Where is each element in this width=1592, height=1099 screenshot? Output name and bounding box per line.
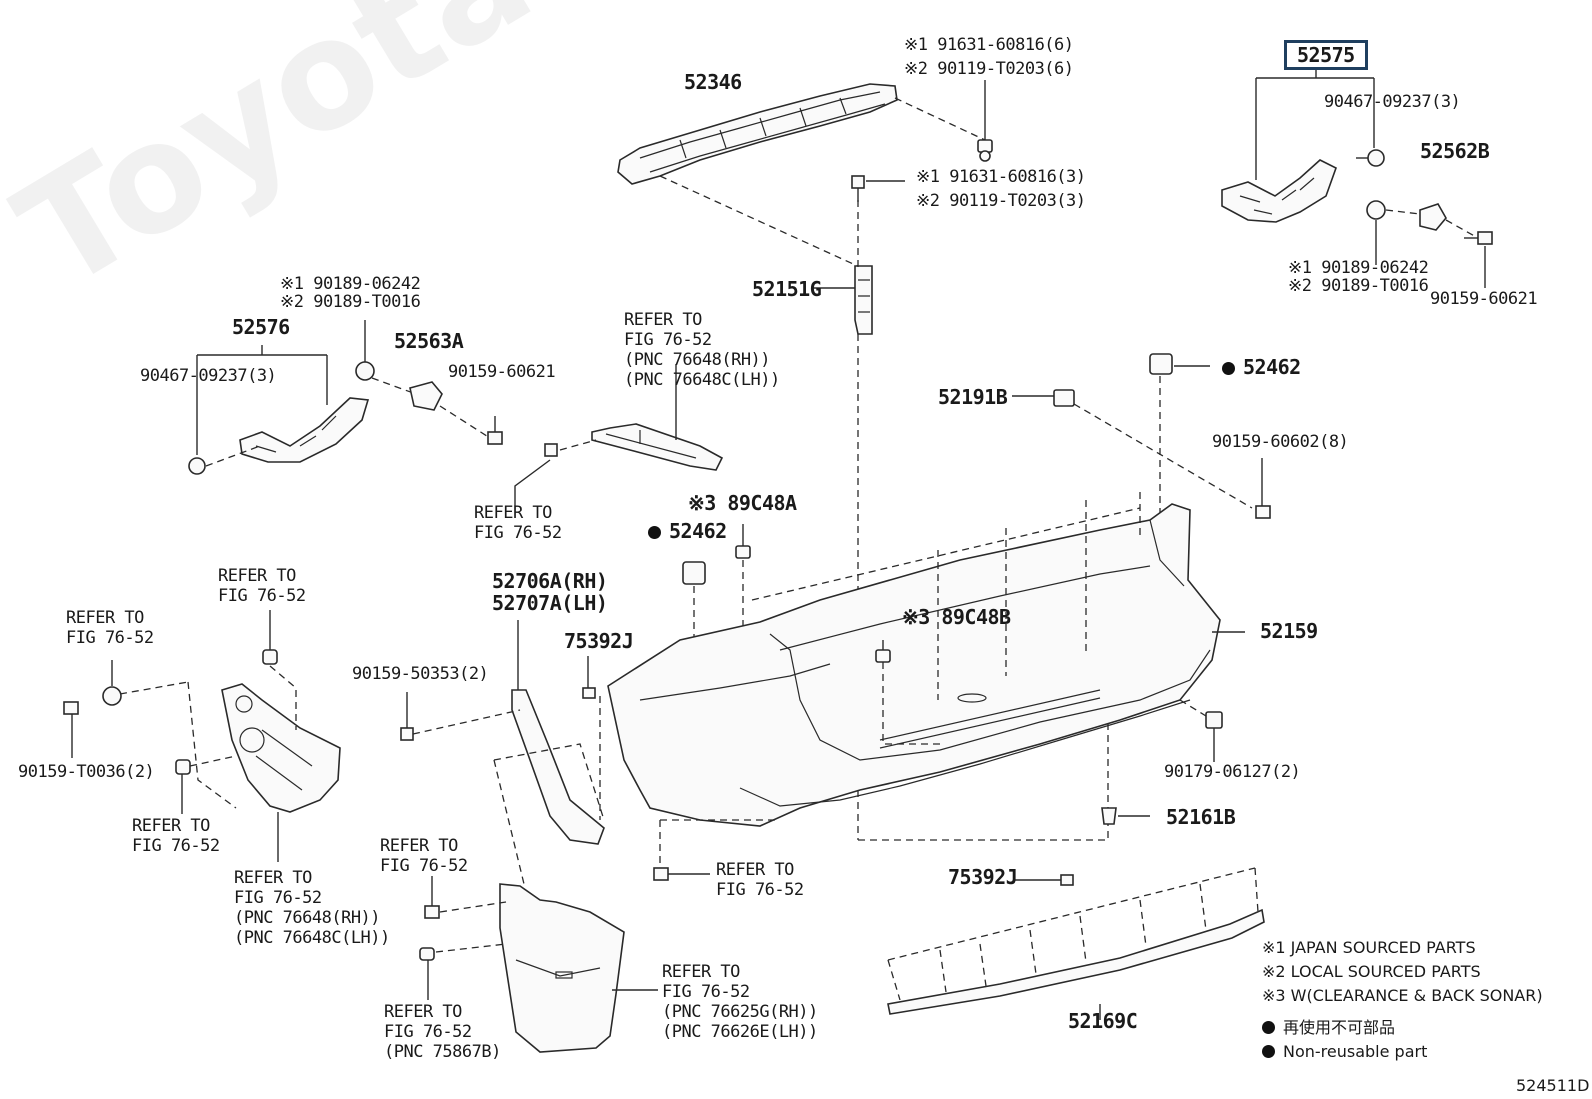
part-52462-right xyxy=(1149,353,1173,375)
fastener-label-2a: ※1 91631-60816(3) xyxy=(916,167,1086,187)
part-52346-reinforcement xyxy=(617,83,898,185)
part-89c48a xyxy=(735,545,751,559)
part-number-90159-t0036: 90159-T0036(2) xyxy=(18,762,155,782)
refer-note-7: REFER TO FIG 76-52 xyxy=(380,836,468,876)
part-52576-bracket xyxy=(239,397,370,463)
part-number-89c48a: ※3 89C48A xyxy=(688,491,797,515)
part-splash-shield-left xyxy=(221,683,341,813)
part-52575-bracket xyxy=(1221,159,1337,223)
part-number-52159: 52159 xyxy=(1260,619,1318,643)
part-52462-left xyxy=(682,561,706,585)
clip-90179 xyxy=(1205,711,1223,729)
refer-note-9: REFER TO FIG 76-52 (PNC 76625G(RH)) (PNC… xyxy=(662,962,818,1042)
refer-note-6: REFER TO FIG 76-52 (PNC 76648(RH)) (PNC … xyxy=(234,868,390,948)
clip-left-shield-2 xyxy=(262,649,278,665)
diagram-id: 524511D xyxy=(1516,1076,1590,1095)
part-52562b xyxy=(1419,203,1447,231)
part-number-52161b: 52161B xyxy=(1166,805,1236,829)
part-number-52191b: 52191B xyxy=(938,385,1008,409)
part-number-52346: 52346 xyxy=(684,70,742,94)
non-reusable-dot xyxy=(1262,1021,1275,1034)
legend-local-sourced: ※2 LOCAL SOURCED PARTS xyxy=(1262,962,1481,981)
part-number-90159-50353: 90159-50353(2) xyxy=(352,664,489,684)
part-number-52706a: 52706A(RH) 52707A(LH) xyxy=(492,569,608,615)
part-number-52151g: 52151G xyxy=(752,277,822,301)
part-number-90179-06127: 90179-06127(2) xyxy=(1164,762,1301,782)
part-89c48b xyxy=(875,649,891,663)
fastener-label-3a: ※1 90189-06242 xyxy=(1288,258,1429,278)
legend-japan-sourced: ※1 JAPAN SOURCED PARTS xyxy=(1262,938,1476,957)
legend-non-reusable-jp: 再使用不可部品 xyxy=(1262,1018,1395,1038)
bolt-90159-l xyxy=(487,416,503,445)
clip-left-retainer xyxy=(544,443,558,457)
clip-left-shield-3 xyxy=(175,759,191,775)
part-number-90159-60621-r: 90159-60621 xyxy=(1430,289,1538,309)
part-number-90159-60621-l: 90159-60621 xyxy=(448,362,556,382)
part-52161b xyxy=(1101,807,1117,825)
bolt-ref-mudflap xyxy=(424,905,440,919)
refer-note-3: REFER TO FIG 76-52 xyxy=(218,566,306,606)
bolt-ref-bottom xyxy=(653,867,669,881)
part-number-75392j-2: 75392J xyxy=(948,865,1018,889)
refer-note-4: REFER TO FIG 76-52 xyxy=(66,608,154,648)
part-52159-bumper-cover xyxy=(607,503,1221,827)
part-mudflap xyxy=(499,883,625,1053)
bolt-top-1 xyxy=(977,139,993,162)
part-52191b xyxy=(1053,389,1075,407)
refer-note-2: REFER TO FIG 76-52 xyxy=(474,503,562,543)
non-reusable-dot xyxy=(648,526,661,539)
non-reusable-dot xyxy=(1262,1045,1275,1058)
part-number-52563a: 52563A xyxy=(394,329,464,353)
fastener-label-4a: ※1 90189-06242 xyxy=(280,274,421,294)
refer-note-1: REFER TO FIG 76-52 (PNC 76648(RH)) (PNC … xyxy=(624,310,780,390)
clip-90189-r xyxy=(1366,200,1386,220)
part-retainer-76648 xyxy=(591,423,724,471)
clip-90467-l xyxy=(188,457,206,475)
part-number-52462-left: 52462 xyxy=(648,520,727,542)
bolt-52151g xyxy=(851,175,865,202)
part-52151g xyxy=(854,265,873,335)
clip-75392j-2 xyxy=(1060,874,1074,886)
non-reusable-dot xyxy=(1222,362,1235,375)
bolt-90159-50353 xyxy=(400,692,414,741)
bolt-90159-60602 xyxy=(1255,458,1271,519)
refer-note-5: REFER TO FIG 76-52 xyxy=(132,816,220,856)
legend-clearance-sonar: ※3 W(CLEARANCE & BACK SONAR) xyxy=(1262,986,1543,1005)
clip-90467-r xyxy=(1356,149,1385,167)
part-number-90159-60602: 90159-60602(8) xyxy=(1212,432,1349,452)
part-number-52462-right: 52462 xyxy=(1222,356,1301,378)
bolt-90159-t0036 xyxy=(63,701,79,758)
clip-90189-l xyxy=(355,361,375,381)
refer-note-10: REFER TO FIG 76-52 (PNC 75867B) xyxy=(384,1002,501,1062)
part-number-52575: 52575 xyxy=(1284,40,1368,70)
fastener-label-4b: ※2 90189-T0016 xyxy=(280,292,421,312)
fastener-label-2b: ※2 90119-T0203(3) xyxy=(916,191,1086,211)
fastener-label-1b: ※2 90119-T0203(6) xyxy=(904,59,1074,79)
part-number-52562b: 52562B xyxy=(1420,139,1490,163)
clip-ref-mudflap xyxy=(419,947,435,961)
refer-note-8: REFER TO FIG 76-52 xyxy=(716,860,804,900)
part-52169c-strip xyxy=(887,908,1265,1015)
fastener-label-1a: ※1 91631-60816(6) xyxy=(904,35,1074,55)
part-52706a-garnish xyxy=(511,689,605,845)
part-number-52576: 52576 xyxy=(232,315,290,339)
part-number-90467-l: 90467-09237(3) xyxy=(140,366,277,386)
legend-non-reusable-en: Non-reusable part xyxy=(1262,1042,1427,1062)
fastener-label-3b: ※2 90189-T0016 xyxy=(1288,276,1429,296)
clip-left-shield-1 xyxy=(102,686,122,706)
part-number-89c48b: ※3 89C48B xyxy=(902,605,1011,629)
part-number-52169c: 52169C xyxy=(1068,1009,1138,1033)
clip-75392j xyxy=(582,687,596,699)
part-52563a xyxy=(409,381,443,411)
part-number-75392j: 75392J xyxy=(564,629,634,653)
part-number-90467-r: 90467-09237(3) xyxy=(1324,92,1461,112)
